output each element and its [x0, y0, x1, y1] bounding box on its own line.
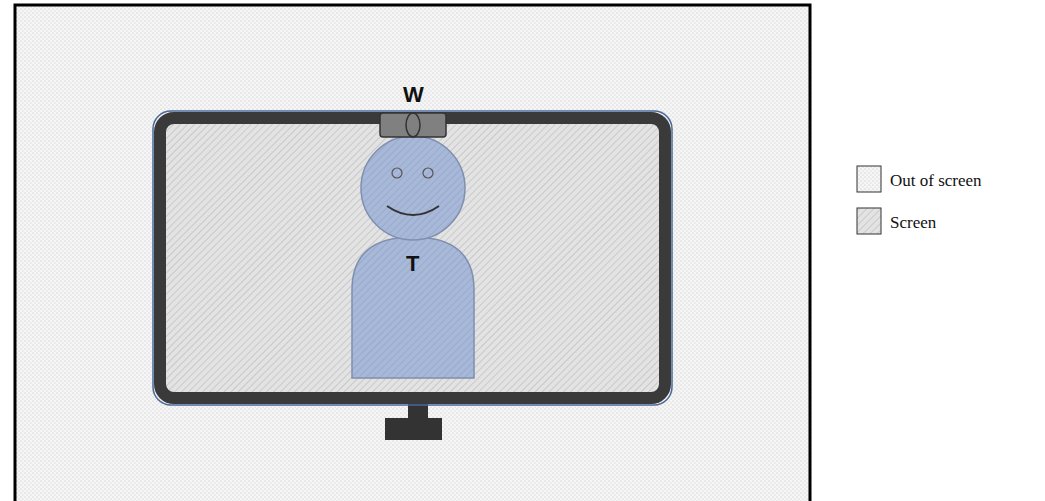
eye [392, 168, 402, 178]
out-of-screen-area [15, 5, 810, 501]
eye [423, 168, 433, 178]
webcam [380, 113, 446, 137]
legend-swatch [857, 208, 881, 234]
webcam-label: W [403, 84, 424, 106]
monitor-screen [160, 118, 665, 398]
person-head [361, 136, 465, 240]
person-label: T [406, 253, 419, 275]
monitor-edge [153, 111, 672, 405]
legend-swatch [857, 166, 881, 192]
monitor-base [385, 418, 442, 440]
person-body [352, 237, 474, 378]
legend-text: Screen [890, 214, 936, 231]
webcam-lens [406, 113, 420, 137]
legend-text: Out of screen [890, 172, 982, 189]
smile [387, 206, 439, 215]
